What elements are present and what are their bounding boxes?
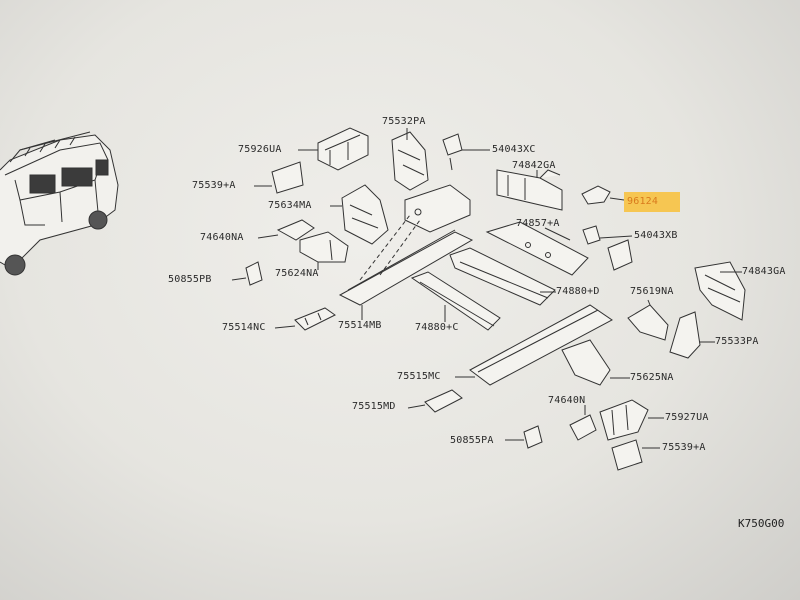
label-75927UA[interactable]: 75927UA	[665, 412, 709, 423]
label-74843GA[interactable]: 74843GA	[742, 266, 786, 277]
van-illustration-icon	[0, 131, 119, 276]
part-50855PB-drawing	[245, 261, 263, 286]
label-75514MB[interactable]: 75514MB	[338, 320, 382, 331]
part-75514NC-drawing	[294, 307, 336, 331]
part-75927UA-drawing	[599, 399, 649, 441]
part-75515MC-drawing	[469, 304, 613, 386]
part-54043XB-drawing	[582, 225, 633, 271]
part-75634MA-drawing	[341, 184, 389, 245]
label-75619NA[interactable]: 75619NA	[630, 286, 674, 297]
label-74880C[interactable]: 74880+C	[415, 322, 459, 333]
part-50855PA-drawing	[523, 425, 543, 449]
label-54043XC[interactable]: 54043XC	[492, 144, 536, 155]
part-75619NA-drawing	[627, 304, 669, 341]
label-75625NA[interactable]: 75625NA	[630, 372, 674, 383]
label-74857A[interactable]: 74857+A	[516, 218, 560, 229]
label-74842GA[interactable]: 74842GA	[512, 160, 556, 171]
part-75515MD-drawing	[424, 389, 463, 413]
part-75625NA-drawing	[561, 339, 611, 386]
label-75515MD[interactable]: 75515MD	[352, 401, 396, 412]
label-75533PA[interactable]: 75533PA	[715, 336, 759, 347]
label-75539A[interactable]: 75539+A	[192, 180, 236, 191]
part-74857A-drawing	[485, 221, 589, 276]
part-74880C-drawing	[410, 271, 501, 331]
leader-lines	[231, 128, 742, 449]
floor-frame-drawing	[338, 184, 474, 306]
part-74640N-drawing	[569, 414, 597, 441]
part-74843GA-drawing	[694, 261, 746, 321]
label-75926UA[interactable]: 75926UA	[238, 144, 282, 155]
part-75539A-drawing	[271, 161, 304, 194]
label-50855PB[interactable]: 50855PB	[168, 274, 212, 285]
label-75634MA[interactable]: 75634MA	[268, 200, 312, 211]
part-74640NA-drawing	[276, 219, 315, 241]
part-96124-drawing	[581, 185, 611, 205]
label-74640NA[interactable]: 74640NA	[200, 232, 244, 243]
label-54043XB[interactable]: 54043XB	[634, 230, 678, 241]
label-75532PA[interactable]: 75532PA	[382, 116, 426, 127]
part-75539A2-drawing	[611, 439, 643, 471]
label-74640N[interactable]: 74640N	[548, 395, 586, 406]
part-74842GA-drawing	[496, 169, 563, 211]
part-75532PA-drawing	[391, 131, 429, 191]
label-50855PA[interactable]: 50855PA	[450, 435, 494, 446]
part-75624NA-drawing	[299, 231, 349, 263]
label-75539A2[interactable]: 75539+A	[662, 442, 706, 453]
label-75515MC[interactable]: 75515MC	[397, 371, 441, 382]
highlight-marker	[624, 192, 680, 212]
part-54043XC-drawing	[442, 133, 463, 171]
label-96124[interactable]: 96124	[627, 196, 659, 207]
part-75533PA-drawing	[669, 311, 701, 359]
label-75624NA[interactable]: 75624NA	[275, 268, 319, 279]
diagram-code: K750G00	[738, 517, 785, 530]
label-74880D[interactable]: 74880+D	[556, 286, 600, 297]
label-75514NC[interactable]: 75514NC	[222, 322, 266, 333]
part-74880D-drawing	[449, 247, 556, 306]
part-75926UA-drawing	[317, 127, 369, 171]
